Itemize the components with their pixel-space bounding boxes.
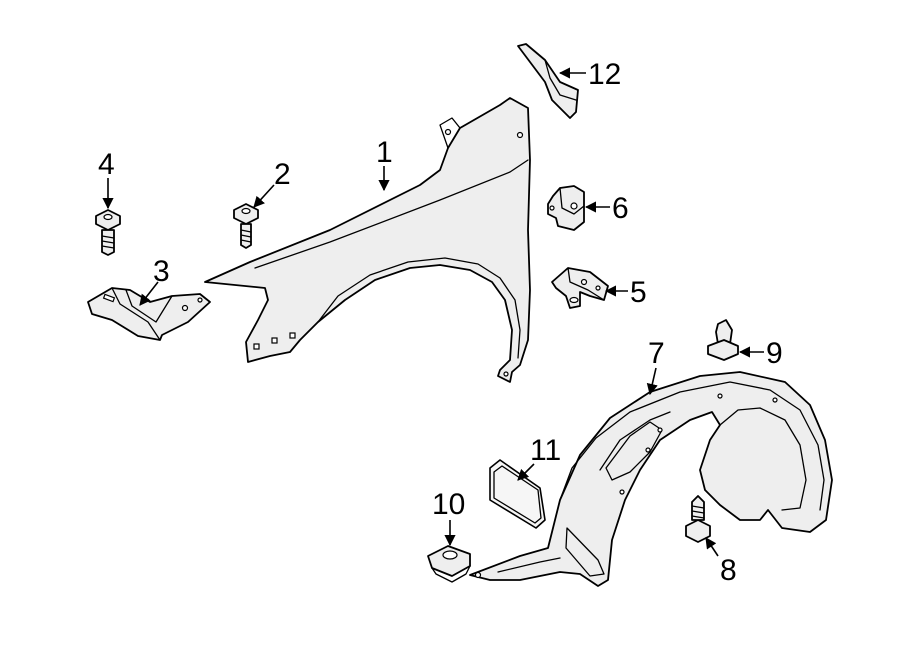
callout-2: 2 [274, 158, 291, 191]
leader-2 [253, 184, 275, 208]
callout-12: 12 [588, 58, 621, 91]
bracket-6 [547, 185, 585, 231]
bolt-2 [233, 203, 259, 249]
callout-5: 5 [630, 276, 647, 309]
nut-clip-10 [427, 545, 471, 583]
leader-3 [139, 281, 159, 306]
leader-11 [517, 463, 535, 481]
trim-piece-12 [517, 43, 579, 119]
callout-6: 6 [612, 192, 629, 225]
bolt-4 [95, 209, 121, 256]
callout-4: 4 [98, 148, 115, 181]
bracket-5 [551, 267, 609, 309]
seal-pad-11 [489, 459, 546, 529]
callout-10: 10 [432, 488, 465, 521]
callout-1: 1 [376, 136, 393, 169]
callout-9: 9 [766, 337, 783, 370]
callout-11: 11 [530, 434, 561, 467]
callout-7: 7 [648, 337, 665, 370]
callout-8: 8 [720, 554, 737, 587]
callout-3: 3 [153, 255, 170, 288]
leader-7 [646, 367, 658, 396]
screw-8 [685, 495, 711, 543]
fender-panel [204, 97, 531, 383]
callout-labels: 1 2 3 4 5 6 7 8 9 10 11 12 [98, 58, 783, 587]
leader-lines [102, 67, 764, 557]
clip-9 [707, 319, 739, 361]
bracket-3 [87, 287, 211, 341]
leader-8 [705, 537, 719, 557]
